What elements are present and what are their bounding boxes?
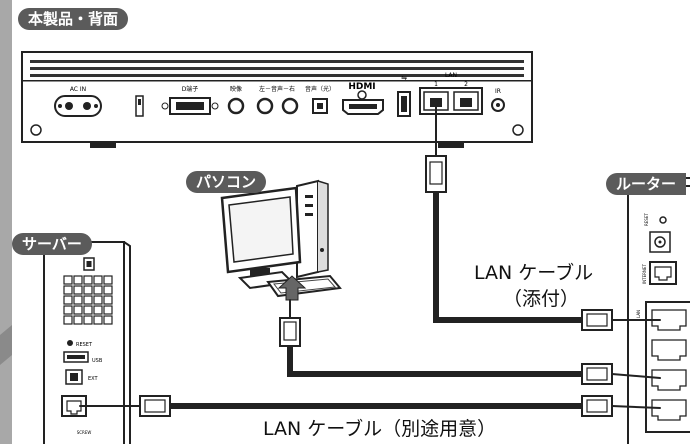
server-bottom-label: SCREW xyxy=(77,430,92,435)
usb-icon: ⇋ xyxy=(401,74,407,82)
sidebar-strip xyxy=(0,0,12,444)
optical-label: 音声（光） xyxy=(305,85,335,93)
lan1-label: 1 xyxy=(434,81,438,88)
rca-jacks xyxy=(227,97,299,115)
server-reset-label: RESET xyxy=(76,342,93,348)
cable-included-label-line2: （添付） xyxy=(503,288,580,310)
ac-in-label: AC IN xyxy=(70,86,86,93)
d-terminal-port xyxy=(161,97,219,115)
cable-separate-label: LAN ケーブル（別途用意） xyxy=(263,418,497,440)
foot xyxy=(438,142,464,148)
hdmi-port xyxy=(342,99,384,115)
lan-label: LAN xyxy=(445,72,457,79)
video-label: 映像 xyxy=(230,85,242,93)
server-tag: サーバー xyxy=(12,233,92,255)
hdmi-label: HDMI xyxy=(348,82,375,92)
server-illustration: RESET USB EXT SCREW xyxy=(43,241,131,444)
router-lan-label: LAN xyxy=(636,310,641,318)
sidebar-tab xyxy=(0,325,12,365)
router-lan-ports xyxy=(651,309,687,421)
product-rear-panel: AC IN D端子 映像 左－音声－右 音声（光） xyxy=(21,51,533,148)
vent-slots xyxy=(30,60,524,77)
server-ext-label: EXT xyxy=(88,376,98,382)
router-internet-label: INTERNET xyxy=(642,264,647,284)
router-tag: ルーター xyxy=(606,173,687,195)
router-internet-port xyxy=(649,261,677,285)
server-usb-label: USB xyxy=(92,358,103,364)
d-terminal-label: D端子 xyxy=(182,85,199,93)
cable-included-label-line1: LAN ケーブル xyxy=(474,262,594,284)
router-illustration: RESET INTERNET LAN xyxy=(627,177,690,444)
cables xyxy=(79,105,661,409)
router-reset-button xyxy=(659,216,667,224)
pc-tag: パソコン xyxy=(186,171,267,193)
product-back-tag: 本製品・背面 xyxy=(18,8,129,30)
audio-label: 左－音声－右 xyxy=(259,85,295,93)
ir-label: IR xyxy=(495,88,501,95)
connector-plugs xyxy=(139,155,613,417)
switch xyxy=(135,95,144,117)
router-reset-label: RESET xyxy=(644,213,649,226)
lan-ports xyxy=(419,87,483,115)
pc-illustration xyxy=(220,179,342,301)
foot xyxy=(90,142,116,148)
lan2-label: 2 xyxy=(464,81,468,88)
router-lan-block xyxy=(645,301,690,433)
ac-in-port xyxy=(54,95,102,117)
server-vent-grid xyxy=(63,275,113,325)
